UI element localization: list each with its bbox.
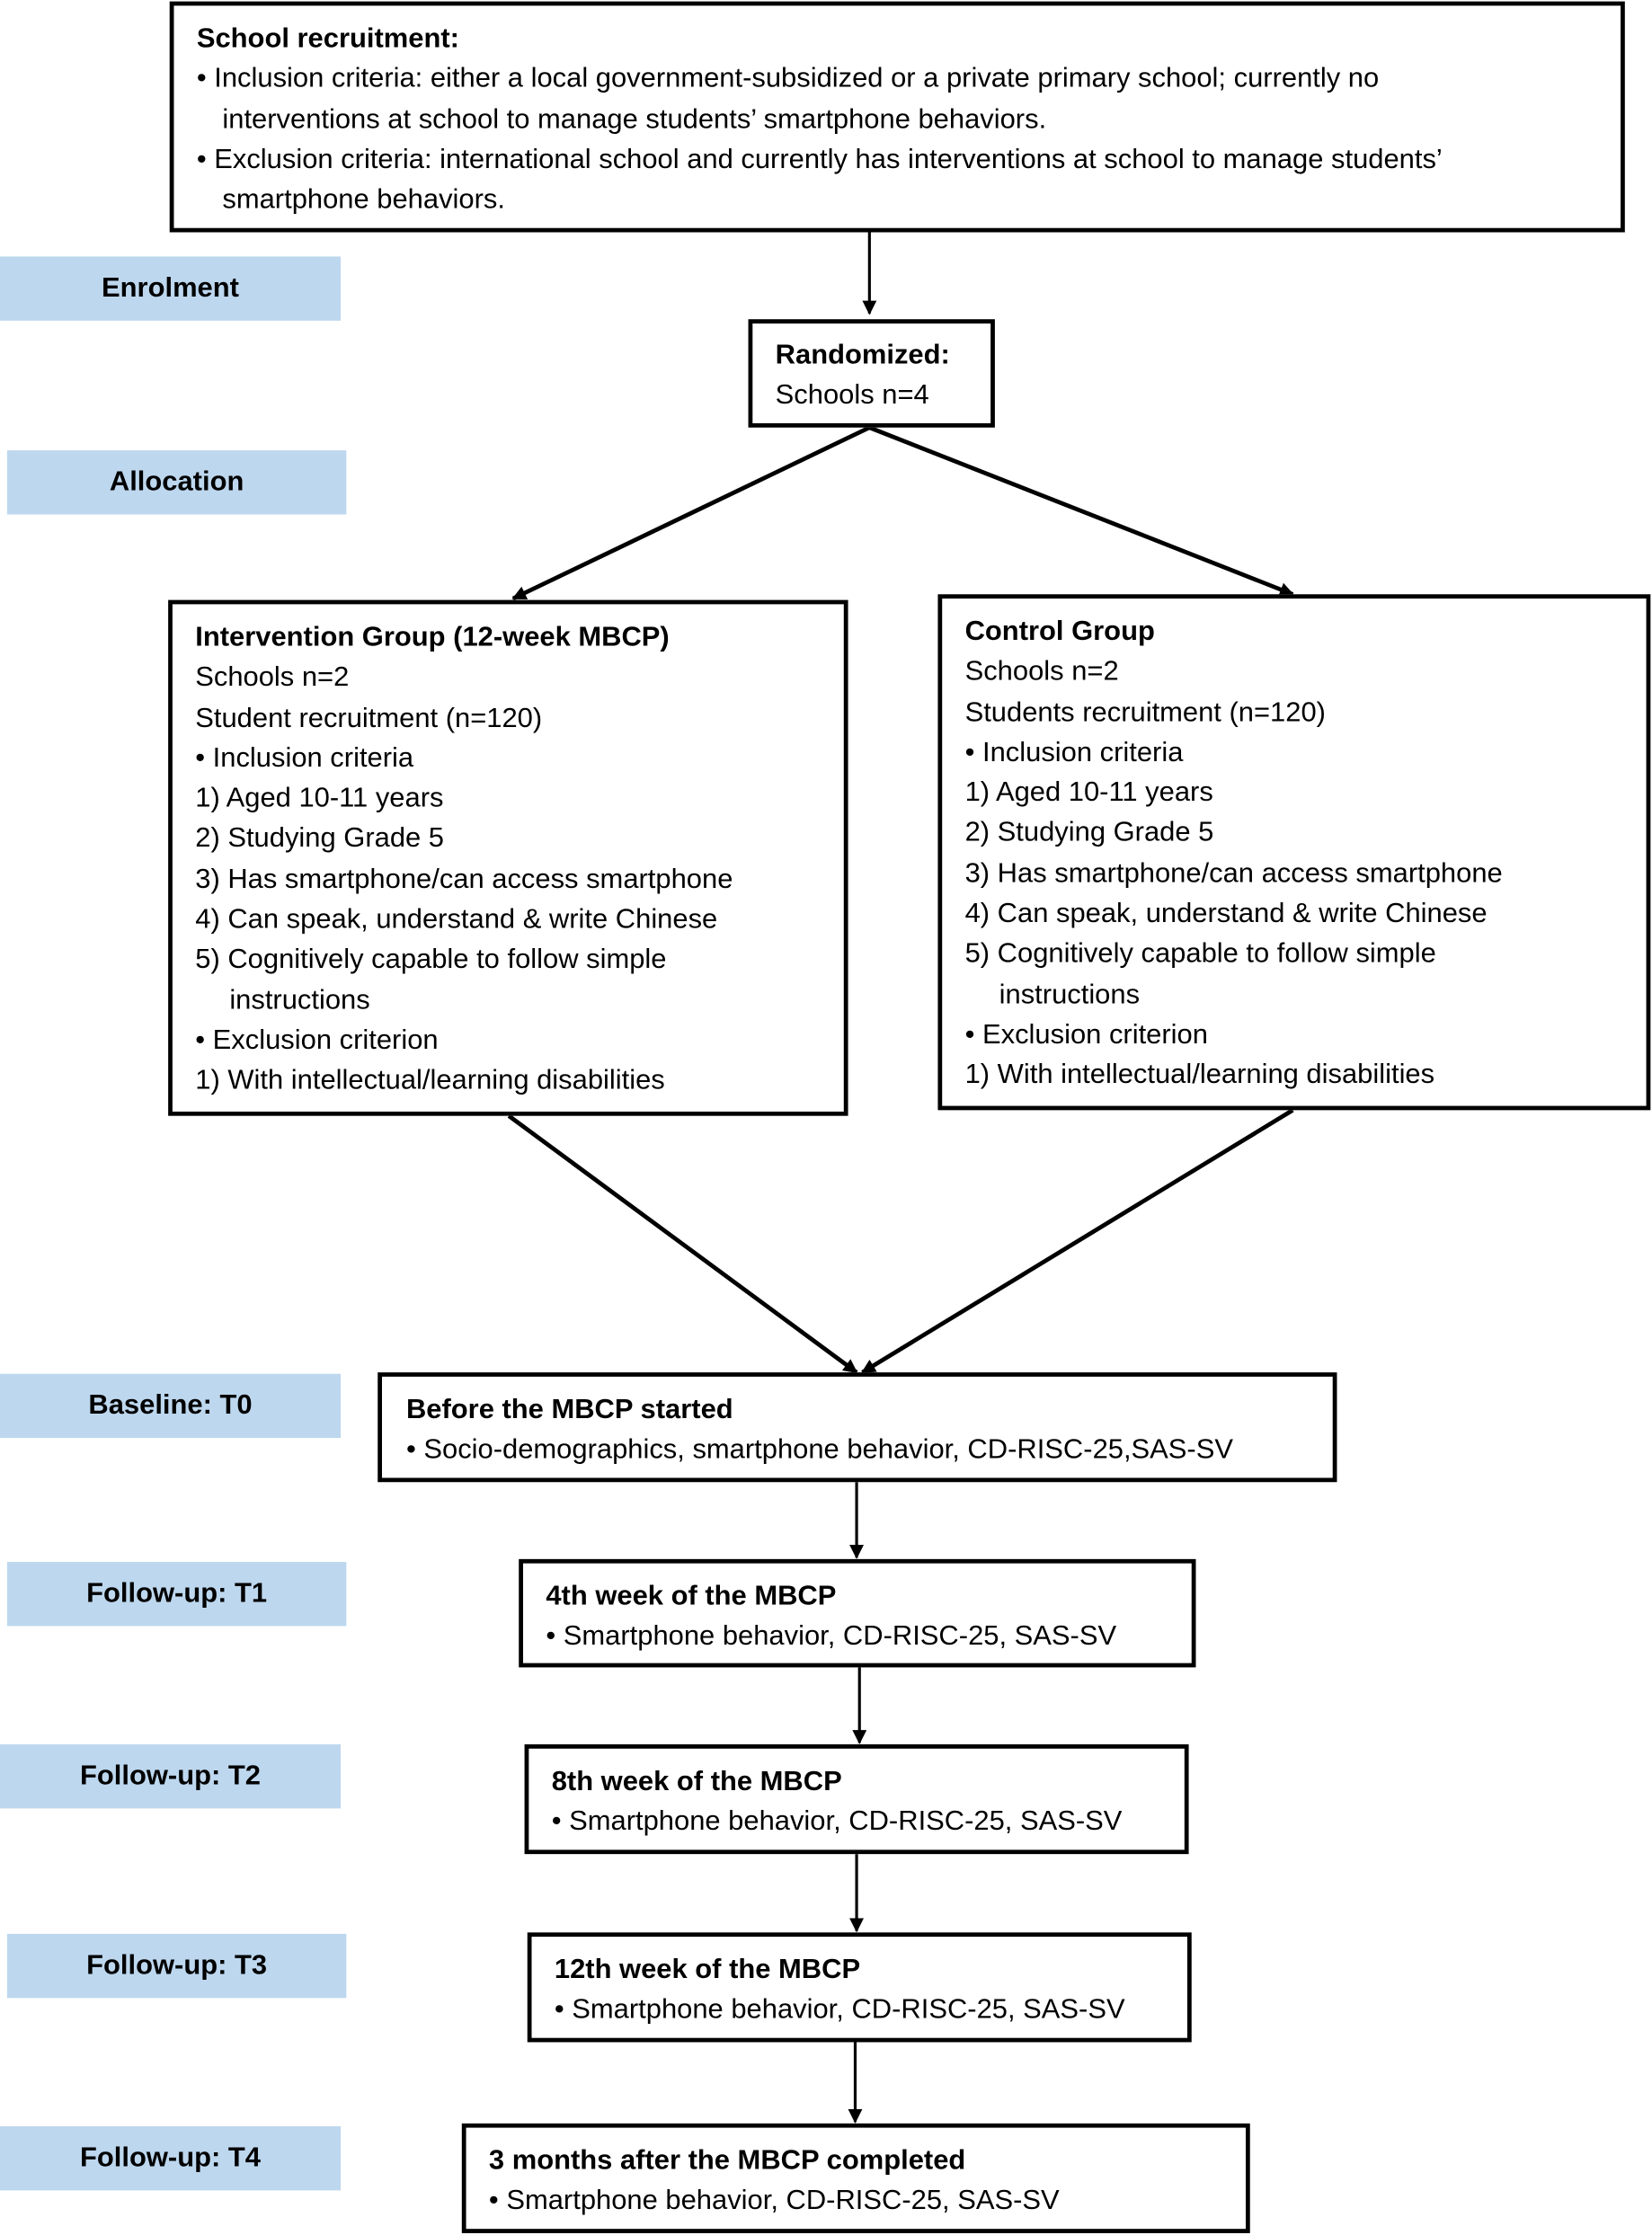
school-recruitment-box: School recruitment: • Inclusion criteria… xyxy=(169,1,1625,233)
randomized-box: Randomized: Schools n=4 xyxy=(748,319,995,428)
box-line: interventions at school to manage studen… xyxy=(222,103,1047,136)
box-title: Intervention Group (12-week MBCP) xyxy=(195,621,670,653)
box-line: • Smartphone behavior, CD-RISC-25, SAS-S… xyxy=(546,1620,1117,1653)
followup-t2-box: 8th week of the MBCP • Smartphone behavi… xyxy=(524,1744,1189,1855)
box-title: 3 months after the MBCP completed xyxy=(488,2144,966,2177)
box-title: Randomized: xyxy=(775,339,950,371)
stage-label-allocation: Allocation xyxy=(6,450,347,515)
followup-t1-box: 4th week of the MBCP • Smartphone behavi… xyxy=(519,1558,1196,1668)
box-title: 12th week of the MBCP xyxy=(554,1954,861,1986)
box-line: instructions xyxy=(229,984,370,1016)
arrow-intervention-to-baseline xyxy=(507,1113,858,1375)
box-line: Students recruitment (n=120) xyxy=(964,696,1326,728)
box-line: 2) Studying Grade 5 xyxy=(964,817,1214,849)
box-line: • Exclusion criteria: international scho… xyxy=(196,143,1443,175)
stage-label-enrolment: Enrolment xyxy=(0,256,342,321)
box-line: 1) Aged 10-11 years xyxy=(195,782,444,814)
stage-label-t1: Follow-up: T1 xyxy=(6,1562,347,1627)
box-line: • Socio-demographics, smartphone behavio… xyxy=(405,1433,1233,1466)
box-title: Before the MBCP started xyxy=(405,1393,733,1425)
stage-label-baseline: Baseline: T0 xyxy=(0,1373,342,1439)
box-line: 2) Studying Grade 5 xyxy=(195,822,445,855)
box-line: Schools n=2 xyxy=(964,655,1119,687)
arrow-control-to-baseline xyxy=(861,1108,1294,1375)
box-line: • Inclusion criteria: either a local gov… xyxy=(196,63,1380,95)
box-line: • Exclusion criterion xyxy=(964,1018,1208,1051)
box-line: 3) Has smartphone/can access smartphone xyxy=(964,857,1503,890)
stage-label-t3: Follow-up: T3 xyxy=(6,1933,347,1999)
box-line: • Smartphone behavior, CD-RISC-25, SAS-S… xyxy=(554,1994,1125,2026)
box-line: • Inclusion criteria xyxy=(195,742,414,774)
box-line: Schools n=2 xyxy=(195,661,350,694)
box-line: instructions xyxy=(999,978,1141,1010)
box-line: 4) Can speak, understand & write Chinese xyxy=(964,898,1488,930)
box-line: 4) Can speak, understand & write Chinese xyxy=(195,903,718,936)
stage-label-t2: Follow-up: T2 xyxy=(0,1744,342,1809)
stage-label-t4: Follow-up: T4 xyxy=(0,2126,342,2191)
followup-t3-box: 12th week of the MBCP • Smartphone behav… xyxy=(527,1932,1192,2043)
box-title: 8th week of the MBCP xyxy=(551,1765,842,1797)
baseline-t0-box: Before the MBCP started • Socio-demograp… xyxy=(377,1372,1337,1483)
box-title: 4th week of the MBCP xyxy=(546,1580,837,1612)
box-line: 1) With intellectual/learning disabiliti… xyxy=(195,1065,665,1096)
box-line: 5) Cognitively capable to follow simple xyxy=(195,944,667,976)
box-line: • Smartphone behavior, CD-RISC-25, SAS-S… xyxy=(551,1805,1123,1838)
box-line: 5) Cognitively capable to follow simple xyxy=(964,938,1436,970)
intervention-group-box: Intervention Group (12-week MBCP) School… xyxy=(168,599,848,1116)
box-title: School recruitment: xyxy=(196,22,459,55)
control-group-box: Control Group Schools n=2 Students recru… xyxy=(937,594,1651,1111)
arrow-randomized-to-intervention xyxy=(511,425,871,601)
box-line: • Exclusion criterion xyxy=(195,1024,439,1057)
box-line: • Inclusion criteria xyxy=(964,736,1184,768)
box-line: Schools n=4 xyxy=(775,379,929,412)
followup-t4-box: 3 months after the MBCP completed • Smar… xyxy=(461,2123,1250,2233)
box-line: 1) Aged 10-11 years xyxy=(964,776,1213,809)
box-line: • Smartphone behavior, CD-RISC-25, SAS-S… xyxy=(488,2185,1060,2217)
box-title: Control Group xyxy=(964,616,1155,647)
arrow-randomized-to-control xyxy=(868,425,1294,597)
box-line: Student recruitment (n=120) xyxy=(195,702,543,734)
box-line: 3) Has smartphone/can access smartphone xyxy=(195,863,733,895)
box-line: 1) With intellectual/learning disabiliti… xyxy=(964,1059,1435,1091)
box-line: smartphone behaviors. xyxy=(222,183,505,216)
